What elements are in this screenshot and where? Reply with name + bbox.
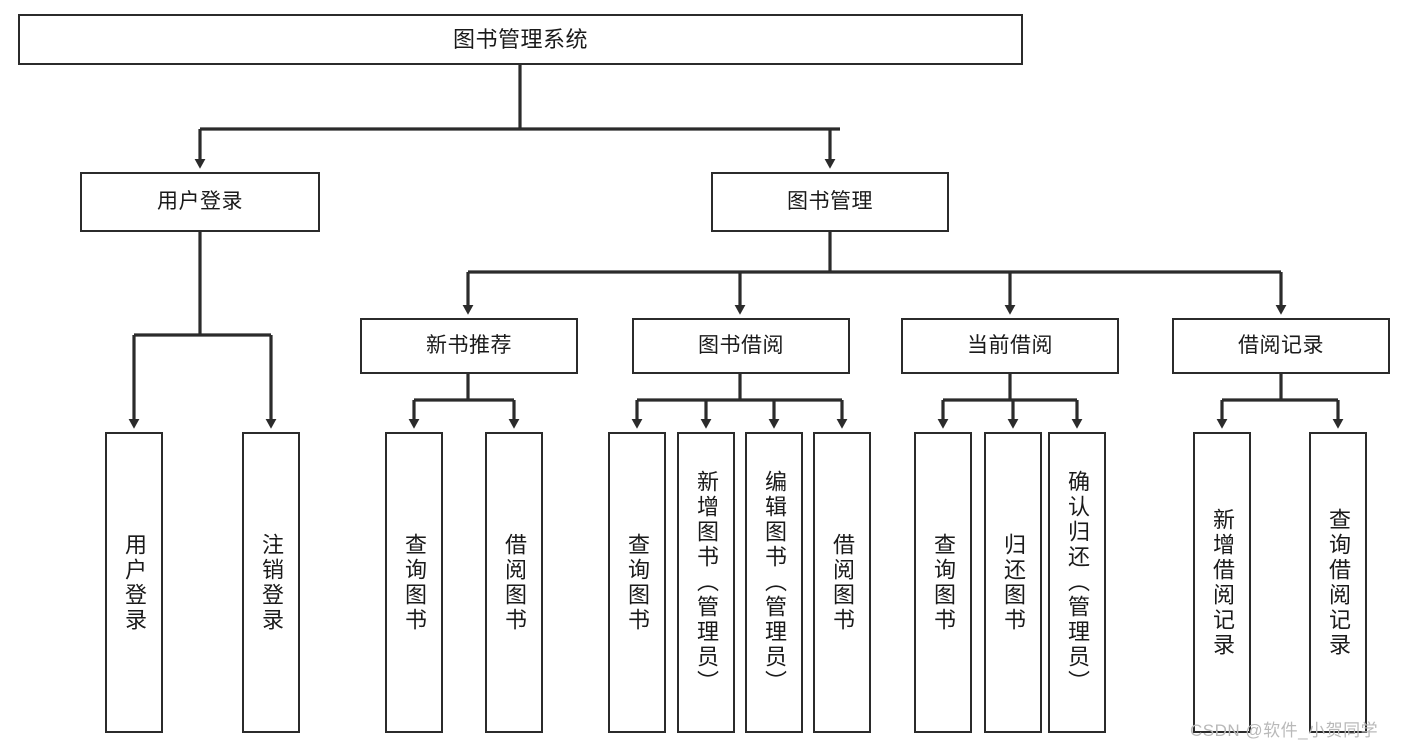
- node-leaf-bb-add-book-label: 新增图书（管理员）: [694, 470, 719, 695]
- csdn-watermark: CSDN @软件_小贺同学: [1190, 721, 1379, 740]
- node-leaf-user-login[interactable]: 用户登录: [105, 432, 163, 733]
- node-book-manage[interactable]: 图书管理: [711, 172, 949, 232]
- node-user-login[interactable]: 用户登录: [80, 172, 320, 232]
- node-user-login-label: 用户登录: [157, 189, 243, 213]
- node-leaf-bb-edit-book-label: 编辑图书（管理员）: [762, 470, 787, 695]
- node-leaf-cb-return-book[interactable]: 归还图书: [984, 432, 1042, 733]
- node-leaf-user-logout-label: 注销登录: [259, 532, 284, 633]
- node-leaf-user-logout[interactable]: 注销登录: [242, 432, 300, 733]
- node-book-borrow[interactable]: 图书借阅: [632, 318, 850, 374]
- node-leaf-cb-query-book-label: 查询图书: [931, 532, 956, 633]
- node-leaf-rec-query-book[interactable]: 查询图书: [385, 432, 443, 733]
- node-leaf-cb-confirm-return-label: 确认归还（管理员）: [1065, 470, 1090, 695]
- node-root-label: 图书管理系统: [452, 26, 588, 52]
- node-borrow-record-label: 借阅记录: [1238, 333, 1324, 357]
- node-leaf-user-login-label: 用户登录: [122, 532, 147, 633]
- node-leaf-rec-query-book-label: 查询图书: [402, 532, 427, 633]
- node-leaf-bb-query-book[interactable]: 查询图书: [608, 432, 666, 733]
- node-leaf-bb-add-book[interactable]: 新增图书（管理员）: [677, 432, 735, 733]
- node-leaf-rec-borrow-book[interactable]: 借阅图书: [485, 432, 543, 733]
- node-book-manage-label: 图书管理: [787, 189, 873, 213]
- node-leaf-br-add-record[interactable]: 新增借阅记录: [1193, 432, 1251, 733]
- node-leaf-br-query-record[interactable]: 查询借阅记录: [1309, 432, 1367, 733]
- node-book-borrow-label: 图书借阅: [698, 333, 784, 357]
- node-leaf-cb-return-book-label: 归还图书: [1001, 532, 1026, 633]
- node-leaf-br-query-record-label: 查询借阅记录: [1326, 507, 1351, 658]
- node-leaf-bb-borrow-book[interactable]: 借阅图书: [813, 432, 871, 733]
- node-root[interactable]: 图书管理系统: [18, 14, 1023, 65]
- node-new-book-recommend-label: 新书推荐: [426, 333, 512, 357]
- node-current-borrow-label: 当前借阅: [967, 333, 1053, 357]
- node-leaf-cb-confirm-return[interactable]: 确认归还（管理员）: [1048, 432, 1106, 733]
- node-leaf-cb-query-book[interactable]: 查询图书: [914, 432, 972, 733]
- node-borrow-record[interactable]: 借阅记录: [1172, 318, 1390, 374]
- node-new-book-recommend[interactable]: 新书推荐: [360, 318, 578, 374]
- node-leaf-bb-edit-book[interactable]: 编辑图书（管理员）: [745, 432, 803, 733]
- node-leaf-br-add-record-label: 新增借阅记录: [1210, 507, 1235, 658]
- node-current-borrow[interactable]: 当前借阅: [901, 318, 1119, 374]
- node-leaf-bb-borrow-book-label: 借阅图书: [830, 532, 855, 633]
- node-leaf-bb-query-book-label: 查询图书: [625, 532, 650, 633]
- node-leaf-rec-borrow-book-label: 借阅图书: [502, 532, 527, 633]
